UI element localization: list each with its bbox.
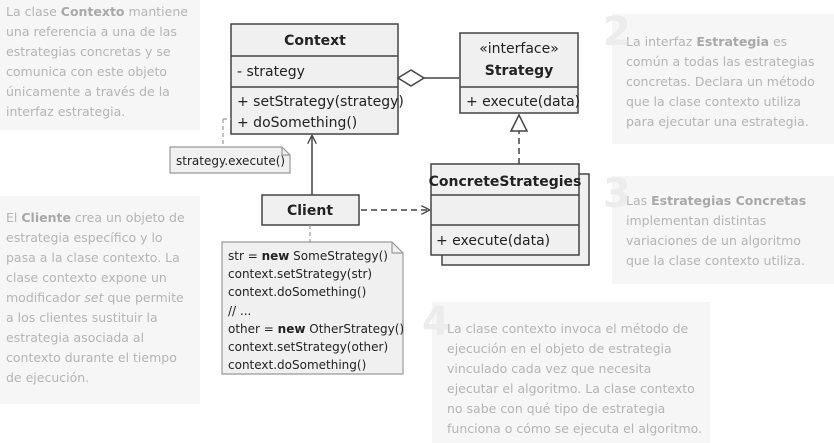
concrete-name: ConcreteStrategies — [429, 174, 582, 190]
strategy-stereotype: «interface» — [479, 41, 559, 57]
execute-note-text: strategy.execute() — [176, 154, 285, 168]
execute-note-fold — [281, 147, 290, 156]
client-class: Client — [261, 194, 360, 226]
client-box — [261, 194, 360, 226]
context-class-name: Context — [284, 33, 346, 49]
code-line-6: context.setStrategy(other) — [228, 340, 389, 355]
concrete-strategies-class: ConcreteStrategies + execute(data) — [429, 163, 590, 266]
note-concrete-strategies: Las Estrategias Concretas implementan di… — [612, 176, 834, 284]
note-number-2: 2 — [603, 9, 631, 55]
note-number-4: 4 — [422, 299, 450, 345]
context-class: Context - strategy + setStrategy(strateg… — [230, 23, 404, 135]
client-name: Client — [287, 203, 333, 219]
context-field: - strategy — [237, 64, 305, 80]
note-number-3: 3 — [603, 171, 631, 217]
concrete-box — [430, 163, 580, 256]
note-client: El Cliente crea un objeto de estrategia … — [0, 196, 200, 404]
code-line-1: str = new SomeStrategy() — [228, 249, 388, 263]
strategy-name: Strategy — [485, 63, 553, 79]
code-line-3: context.doSomething() — [228, 285, 367, 300]
context-box — [230, 23, 399, 135]
context-method-set: + setStrategy(strategy) — [237, 94, 404, 110]
execute-note: strategy.execute() — [169, 118, 291, 174]
strategy-interface: «interface» Strategy + execute(data) — [459, 32, 580, 114]
aggregation-arrow — [396, 69, 459, 87]
realization-triangle — [509, 113, 529, 132]
code-line-5: other = new OtherStrategy() — [228, 321, 405, 336]
context-method-do: + doSomething() — [237, 115, 357, 131]
concrete-method: + execute(data) — [436, 233, 550, 249]
realization-arrow — [509, 113, 529, 164]
code-block: str = new SomeStrategy() context.setStra… — [228, 247, 404, 374]
code-note-fold — [391, 242, 403, 254]
code-note-shape — [221, 241, 404, 375]
note-execution: La clase contexto invoca el método de ej… — [432, 302, 710, 443]
code-line-4: // ... — [228, 303, 252, 318]
execute-note-shape — [169, 146, 291, 174]
code-note — [221, 225, 404, 375]
strategy-box — [459, 32, 579, 114]
code-line-2: context.setStrategy(str) — [228, 267, 373, 282]
code-line-7: context.doSomething() — [228, 358, 367, 373]
note-context: La clase Contexto mantiene una referenci… — [0, 0, 200, 130]
aggregation-diamond — [396, 69, 426, 87]
strategy-method: + execute(data) — [466, 94, 580, 110]
note-strategy-interface: La interfaz Estrategia es común a todas … — [612, 14, 834, 144]
